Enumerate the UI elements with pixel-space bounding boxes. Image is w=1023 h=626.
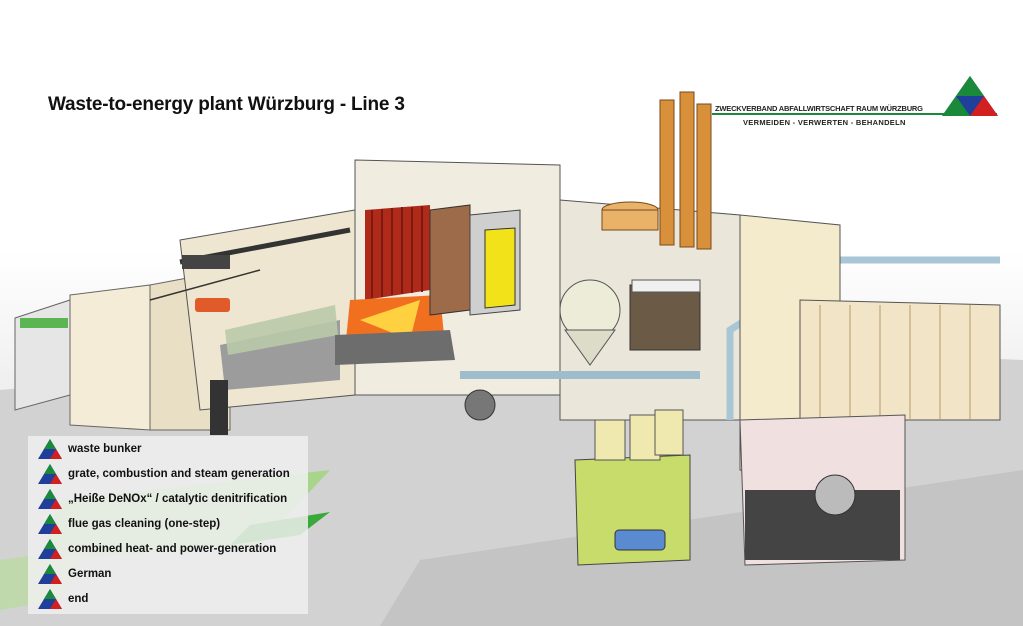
menu-item-grate-combustion[interactable]: grate, combustion and steam generation [38,463,290,485]
menu-item-label: „Heiße DeNOx“ / catalytic denitrificatio… [68,493,288,505]
menu-item-flue-gas-cleaning[interactable]: flue gas cleaning (one-step) [38,513,220,535]
menu-item-label: end [68,593,89,605]
triangle-logo-icon [38,489,62,509]
triangle-logo-icon [38,514,62,534]
menu-item-label: grate, combustion and steam generation [68,468,290,480]
menu-item-label: waste bunker [68,443,142,455]
page-title: Waste-to-energy plant Würzburg - Line 3 [48,94,405,115]
menu-item-label: German [68,568,112,580]
triangle-logo-icon [38,439,62,459]
triangle-logo-icon [38,464,62,484]
menu-item-combined-heat-power[interactable]: combined heat- and power-generation [38,538,276,560]
menu-item-end[interactable]: end [38,588,88,610]
organization-divider [712,113,997,115]
menu-item-label: flue gas cleaning (one-step) [68,518,221,530]
triangle-logo-icon [38,539,62,559]
organization-motto: VERMEIDEN - VERWERTEN - BEHANDELN [743,118,906,127]
triangle-logo [942,76,998,116]
triangle-logo-icon [38,589,62,609]
triangle-logo-icon [38,564,62,584]
organization-name: ZWECKVERBAND ABFALLWIRTSCHAFT RAUM WÜRZB… [715,104,923,113]
menu-item-german[interactable]: German [38,563,111,585]
navigation-menu: waste bunker grate, combustion and steam… [28,436,308,614]
menu-item-waste-bunker[interactable]: waste bunker [38,438,142,460]
menu-item-denox[interactable]: „Heiße DeNOx“ / catalytic denitrificatio… [38,488,287,510]
menu-item-label: combined heat- and power-generation [68,543,277,555]
